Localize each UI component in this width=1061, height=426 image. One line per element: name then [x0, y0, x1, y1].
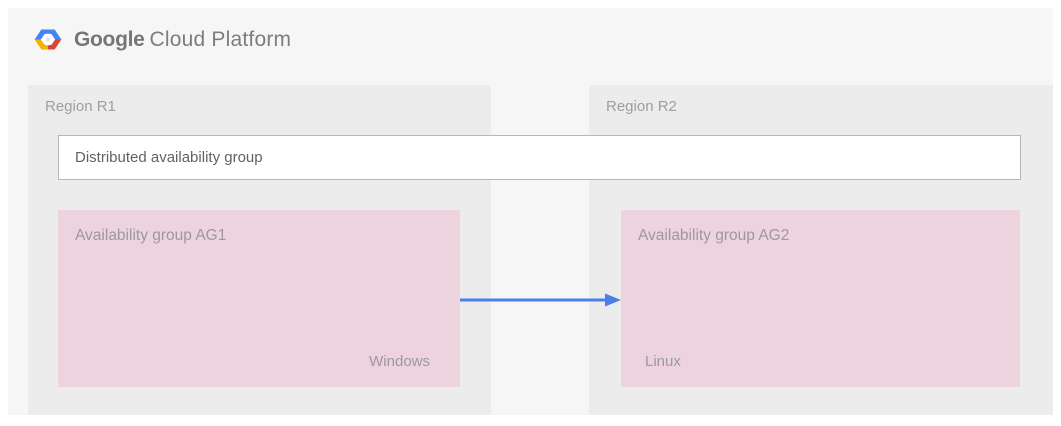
gcp-hexagon-icon: [34, 29, 62, 50]
brand-google: Google: [74, 27, 145, 51]
availability-group-ag2-label: Availability group AG2: [638, 227, 790, 244]
region-r1-label: Region R1: [45, 98, 116, 115]
replication-arrow-icon: [460, 293, 621, 307]
region-r2-label: Region R2: [606, 98, 677, 115]
availability-group-ag2-box: Availability group AG2 Linux: [621, 210, 1020, 387]
distributed-availability-group-box: Distributed availability group: [58, 135, 1021, 180]
distributed-availability-group-label: Distributed availability group: [75, 149, 263, 166]
availability-group-ag1-box: Availability group AG1 Windows: [58, 210, 460, 387]
brand-cloud-platform: Cloud Platform: [149, 27, 292, 51]
ag1-os-label: Windows: [369, 353, 430, 370]
availability-group-ag1-label: Availability group AG1: [75, 227, 227, 244]
ag2-os-label: Linux: [645, 353, 681, 370]
